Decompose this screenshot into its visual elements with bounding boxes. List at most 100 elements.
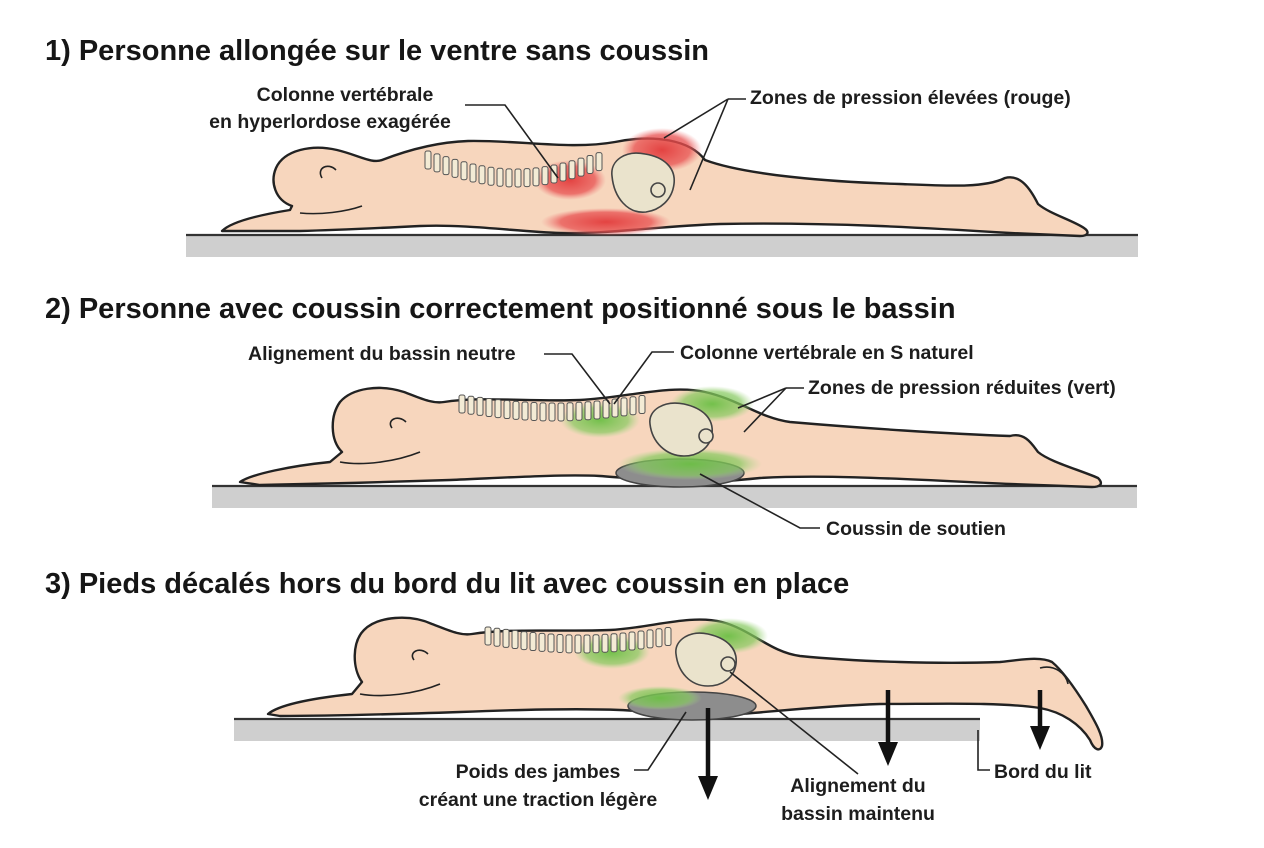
leader-align <box>729 671 859 775</box>
vertebra <box>538 632 546 652</box>
vertebra <box>484 626 492 646</box>
spine-3 <box>484 626 672 654</box>
arm-3 <box>359 683 441 697</box>
vertebra <box>478 165 486 185</box>
panel-3: 3) Pieds décalés hors du bord du lit ave… <box>45 568 1104 825</box>
vertebra <box>593 400 601 420</box>
vertebra <box>664 627 672 647</box>
vertebra <box>424 150 432 170</box>
vertebra <box>610 633 618 653</box>
vertebra <box>619 632 627 652</box>
label-pressure-high: Zones de pression élevées (rouge) <box>750 87 1071 109</box>
leader-spine-s <box>613 351 674 405</box>
vertebra <box>485 398 493 418</box>
label-legs-line2: créant une traction légère <box>419 789 658 811</box>
figure-1 <box>220 128 1089 238</box>
arrow-feet-head <box>1030 726 1050 750</box>
hip-joint-3 <box>720 656 736 672</box>
leader-cushion <box>699 473 820 529</box>
vertebra <box>655 628 663 648</box>
leader-legs <box>634 711 687 771</box>
vertebra <box>496 167 504 187</box>
vertebra <box>520 631 528 651</box>
vertebra <box>557 402 565 422</box>
vertebra <box>442 156 450 176</box>
hip-joint-1 <box>650 182 666 198</box>
label-bed-edge: Bord du lit <box>994 761 1092 783</box>
bed-2-surface <box>212 486 1137 508</box>
arm-2 <box>339 451 421 465</box>
ear-2 <box>389 417 407 429</box>
pressure-belly-3 <box>618 686 702 710</box>
vertebra <box>512 400 520 420</box>
leader-pelvis-neutral <box>544 353 611 405</box>
panel-1: 1) Personne allongée sur le ventre sans … <box>45 35 1138 257</box>
figure-2 <box>238 386 1103 489</box>
vertebra <box>584 401 592 421</box>
vertebra <box>514 168 522 188</box>
vertebra <box>460 161 468 181</box>
label-spine-line2: en hyperlordose exagérée <box>209 111 451 133</box>
vertebra <box>628 631 636 651</box>
label-align-line2: bassin maintenu <box>781 803 935 825</box>
vertebra <box>494 399 502 419</box>
vertebra <box>559 162 567 182</box>
panel-2-title: 2) Personne avec coussin correctement po… <box>45 293 956 325</box>
vertebra <box>523 168 531 188</box>
leader-pressure-2b <box>737 387 787 409</box>
annotations-3: Poids des jambes créant une traction lég… <box>419 671 1092 825</box>
hip-joint-2 <box>698 428 714 444</box>
vertebra <box>548 402 556 422</box>
spine-1 <box>424 150 603 188</box>
leader-pressure-2c <box>743 387 787 433</box>
vertebra <box>476 396 484 416</box>
bed-1 <box>186 233 1138 257</box>
annotations-2: Alignement du bassin neutre Colonne vert… <box>248 342 1116 540</box>
leader-bed-edge <box>977 730 990 771</box>
vertebra <box>550 164 558 184</box>
vertebra <box>566 402 574 422</box>
pelvis-3 <box>675 632 737 687</box>
vertebra <box>521 401 529 421</box>
vertebra <box>586 154 594 174</box>
arrow-legs-head <box>698 776 718 800</box>
figure-3 <box>266 616 1104 751</box>
leader-pressure-1b <box>663 98 729 139</box>
label-align-line1: Alignement du <box>790 775 925 797</box>
vertebra <box>532 167 540 187</box>
arm-1 <box>299 205 363 215</box>
vertebra <box>638 395 646 415</box>
vertebra <box>529 632 537 652</box>
label-pelvis-neutral: Alignement du bassin neutre <box>248 343 516 365</box>
vertebra <box>565 634 573 654</box>
vertebra <box>458 394 466 414</box>
vertebra <box>637 630 645 650</box>
leader-pressure-1c <box>689 98 729 191</box>
vertebra <box>547 633 555 653</box>
vertebra <box>451 158 459 178</box>
vertebra <box>487 166 495 186</box>
knee-3 <box>1039 666 1069 685</box>
vertebra <box>502 628 510 648</box>
traction-arrows-3 <box>698 690 1050 800</box>
annotations-1: Colonne vertébrale en hyperlordose exagé… <box>209 84 1071 191</box>
vertebra <box>577 157 585 177</box>
bed-1-surface <box>186 235 1138 257</box>
vertebra <box>646 629 654 649</box>
arrow-pelvis-head <box>878 742 898 766</box>
ear-1 <box>319 165 337 179</box>
vertebra <box>556 634 564 654</box>
vertebra <box>620 397 628 417</box>
vertebra <box>469 163 477 183</box>
label-spine-s: Colonne vertébrale en S naturel <box>680 342 974 364</box>
label-spine-line1: Colonne vertébrale <box>257 84 434 106</box>
bed-3 <box>234 717 980 741</box>
vertebra <box>433 153 441 173</box>
leader-spine-1 <box>465 104 559 179</box>
label-cushion: Coussin de soutien <box>826 518 1006 540</box>
spine-2 <box>458 394 646 422</box>
vertebra <box>541 166 549 186</box>
vertebra <box>575 401 583 421</box>
vertebra <box>601 633 609 653</box>
